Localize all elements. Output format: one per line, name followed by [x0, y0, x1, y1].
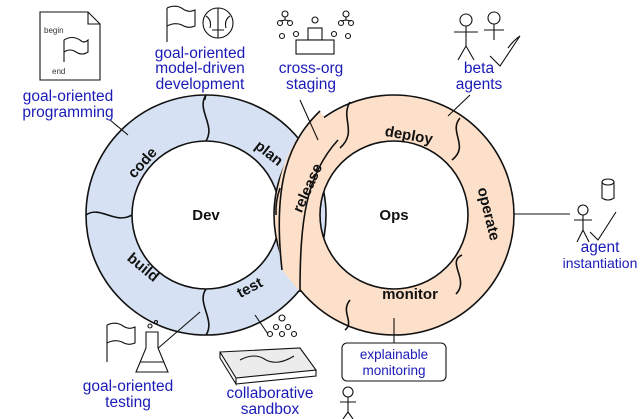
label-beta-1: beta: [464, 60, 495, 77]
org-chart-icon: [276, 10, 355, 55]
document-icon: begin end: [39, 11, 101, 81]
segment-monitor: monitor: [382, 286, 438, 303]
instantiation-icon: [574, 178, 617, 243]
label-sandbox-1: collaborative: [226, 385, 313, 402]
connector-lines: [109, 94, 570, 351]
label-instantiation-1: agent: [581, 239, 620, 256]
monitoring-label-line-1: explainable: [360, 347, 428, 362]
label-testing-2: testing: [105, 394, 151, 411]
sandbox-icon: [219, 314, 318, 386]
monitoring-callout: explainable monitoring: [340, 342, 447, 419]
label-programming-1: goal-oriented: [23, 88, 113, 105]
label-sandbox-2: sandbox: [241, 401, 300, 418]
label-model-driven-2: model-driven: [155, 60, 245, 77]
agents-icon: [454, 11, 521, 67]
label-staging-2: staging: [286, 76, 336, 93]
label-staging-1: cross-org: [279, 60, 344, 77]
monitoring-label-line-2: monitoring: [362, 363, 425, 378]
ops-center-label: Ops: [379, 207, 408, 224]
flag-brain-icon: [166, 5, 234, 42]
label-testing-1: goal-oriented: [83, 378, 173, 395]
label-programming-2: programming: [22, 104, 113, 121]
label-instantiation-2: instantiation: [563, 255, 638, 271]
flask-flag-icon: [106, 319, 169, 373]
document-begin-label: begin: [44, 26, 64, 35]
dev-center-label: Dev: [192, 207, 220, 224]
label-model-driven-1: goal-oriented: [155, 45, 245, 62]
person-icon: [340, 386, 356, 419]
label-model-driven-3: development: [156, 76, 245, 93]
document-end-label: end: [52, 67, 65, 76]
label-beta-2: agents: [456, 76, 503, 93]
